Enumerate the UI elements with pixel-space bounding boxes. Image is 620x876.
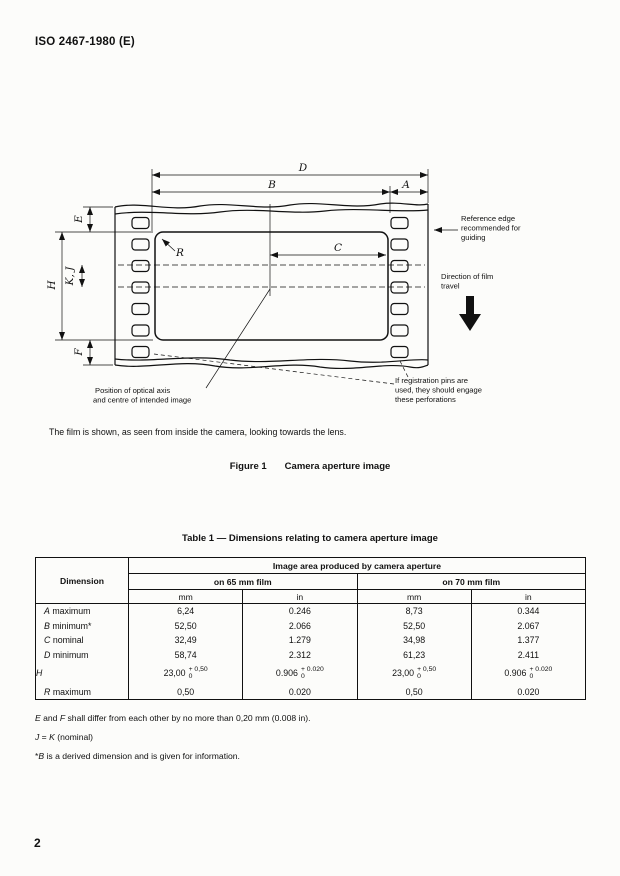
svg-text:and centre of intended image: and centre of intended image bbox=[93, 396, 191, 405]
value-cell: 0.344 bbox=[470, 603, 586, 619]
document-code: ISO 2467-1980 (E) bbox=[35, 36, 135, 48]
value-cell: 0.020 bbox=[470, 684, 586, 700]
value-cell: 0,50 bbox=[127, 684, 243, 700]
table-row-a: A maximum 6,24 0.246 8,73 0.344 bbox=[35, 603, 586, 619]
dimensions-table: Dimension Image area produced by camera … bbox=[35, 557, 587, 701]
dim-label-c: C bbox=[334, 242, 342, 254]
col-header-65mm: on 65 mm film bbox=[128, 573, 358, 590]
table-row-c: C nominal 32,49 1.279 34,98 1.377 bbox=[35, 633, 586, 648]
unit-header-mm-65: mm bbox=[127, 589, 244, 604]
value-cell: 2.312 bbox=[242, 647, 357, 662]
col-header-image-area: Image area produced by camera aperture bbox=[128, 557, 586, 574]
svg-text:Direction of film: Direction of film bbox=[441, 272, 493, 281]
table-title: Table 1 — Dimensions relating to camera … bbox=[182, 533, 438, 544]
value-cell: 8,73 bbox=[356, 603, 472, 619]
value-cell: 34,98 bbox=[356, 633, 472, 648]
table-row-d: D minimum 58,74 2.312 61,23 2.411 bbox=[35, 647, 586, 662]
unit-header-in-70: in bbox=[470, 589, 587, 604]
svg-text:travel: travel bbox=[441, 282, 460, 291]
table-row-b: B minimum* 52,50 2.066 52,50 2.067 bbox=[35, 618, 586, 633]
value-cell: 1.279 bbox=[242, 633, 357, 648]
value-cell: 6,24 bbox=[127, 603, 243, 619]
centerlines bbox=[118, 204, 425, 296]
annotation-reference-edge: Reference edge recommended for guiding bbox=[461, 214, 521, 242]
figure-name: Camera aperture image bbox=[284, 461, 391, 472]
note-j-k: J = K (nominal) bbox=[35, 732, 94, 742]
svg-text:Reference edge: Reference edge bbox=[461, 214, 515, 223]
dim-label-k-j: K, J bbox=[64, 266, 76, 287]
film-outline bbox=[114, 202, 429, 370]
table-notes: E and F shall differ from each other by … bbox=[35, 714, 310, 771]
col-header-70mm: on 70 mm film bbox=[356, 573, 586, 590]
dimension-lines bbox=[55, 169, 429, 366]
svg-text:If registration pins are: If registration pins are bbox=[395, 376, 468, 385]
perforations bbox=[131, 216, 409, 359]
unit-header-in-65: in bbox=[242, 589, 358, 604]
note-e-f: E and F shall differ from each other by … bbox=[35, 713, 311, 723]
note-b-derived: *B is a derived dimension and is given f… bbox=[35, 751, 240, 761]
value-cell: 2.066 bbox=[242, 618, 357, 633]
value-cell: 58,74 bbox=[127, 647, 243, 662]
value-cell: 0,50 bbox=[356, 684, 472, 700]
dim-label-a: A bbox=[401, 179, 410, 191]
svg-text:recommended for: recommended for bbox=[461, 224, 521, 233]
dimension-cell: H bbox=[35, 662, 129, 685]
col-header-dimension: Dimension bbox=[35, 557, 129, 604]
value-cell: 0.020 bbox=[242, 684, 357, 700]
dimension-cell: B minimum* bbox=[35, 618, 129, 633]
dimension-cell: C nominal bbox=[35, 633, 129, 648]
dim-label-b: B bbox=[267, 179, 276, 191]
table-row-r: R maximum 0,50 0.020 0,50 0.020 bbox=[35, 684, 586, 700]
value-cell: 2.067 bbox=[470, 618, 586, 633]
aperture-frame bbox=[154, 231, 389, 341]
figure-1-drawing: D B A C R E H K, J F Reference edge reco… bbox=[46, 162, 521, 405]
film-travel-arrow bbox=[459, 296, 481, 331]
dim-label-d: D bbox=[298, 162, 308, 174]
figure-number: Figure 1 bbox=[229, 461, 267, 472]
svg-text:Position of optical axis: Position of optical axis bbox=[95, 386, 170, 395]
svg-text:used, they should engage: used, they should engage bbox=[395, 386, 482, 395]
value-cell: 1.377 bbox=[470, 633, 586, 648]
dim-label-r: R bbox=[175, 247, 184, 259]
value-cell: 32,49 bbox=[127, 633, 243, 648]
svg-text:guiding: guiding bbox=[461, 233, 486, 242]
value-cell: 52,50 bbox=[127, 618, 243, 633]
dimension-cell: A maximum bbox=[35, 603, 129, 619]
figure-title: Figure 1 Camera aperture image bbox=[0, 461, 620, 472]
dimension-cell: R maximum bbox=[35, 684, 129, 700]
dimension-cell: D minimum bbox=[35, 647, 129, 662]
unit-header-mm-70: mm bbox=[356, 589, 472, 604]
annotation-optical-axis: Position of optical axis and centre of i… bbox=[93, 386, 191, 405]
dim-label-h: H bbox=[46, 280, 58, 291]
figure-caption-text: The film is shown, as seen from inside t… bbox=[49, 427, 347, 437]
dim-label-e: E bbox=[73, 215, 85, 224]
annotation-film-travel: Direction of film travel bbox=[441, 272, 493, 291]
page-number: 2 bbox=[34, 836, 41, 850]
value-cell: 61,23 bbox=[356, 647, 472, 662]
dim-label-f: F bbox=[73, 348, 85, 357]
value-cell: 52,50 bbox=[356, 618, 472, 633]
value-cell: 2.411 bbox=[470, 647, 586, 662]
leader-lines bbox=[153, 227, 458, 389]
value-cell: 0.246 bbox=[242, 603, 357, 619]
annotation-registration-pins: If registration pins are used, they shou… bbox=[395, 376, 482, 404]
svg-text:these perforations: these perforations bbox=[395, 395, 456, 404]
